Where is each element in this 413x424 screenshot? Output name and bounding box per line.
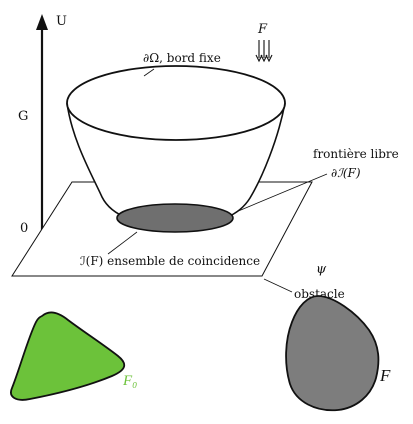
psi-label: ψ [316,262,327,277]
green-shape [10,311,126,401]
level-label: G [18,109,28,124]
zero-label: 0 [20,221,28,236]
free-boundary-label: frontière libre [313,147,399,161]
free-boundary-symbol: ∂ℐ(F) [331,166,361,180]
fixed-boundary-leader [143,68,155,77]
axis-arrowhead [36,14,48,30]
obstacle-label: obstacle [294,287,345,301]
free-boundary-leader [235,173,328,213]
coincidence-set [116,203,234,233]
force-label: F [257,22,268,37]
membrane-bowl [66,65,286,233]
fixed-boundary-label: ∂Ω, bord fixe [143,51,221,65]
fixed-boundary-rim [66,65,286,141]
vertical-axis [36,14,48,235]
coincidence-leader [107,231,138,255]
axis-label: U [56,14,67,29]
gray-shape-label: F [379,366,391,385]
coincidence-label: ℐ(F) ensemble de coincidence [80,254,260,268]
gray-shape [285,295,380,412]
green-shape-label: F₀ [122,373,137,389]
obstacle-leader [263,278,293,293]
down-arrows-icon [255,40,273,63]
